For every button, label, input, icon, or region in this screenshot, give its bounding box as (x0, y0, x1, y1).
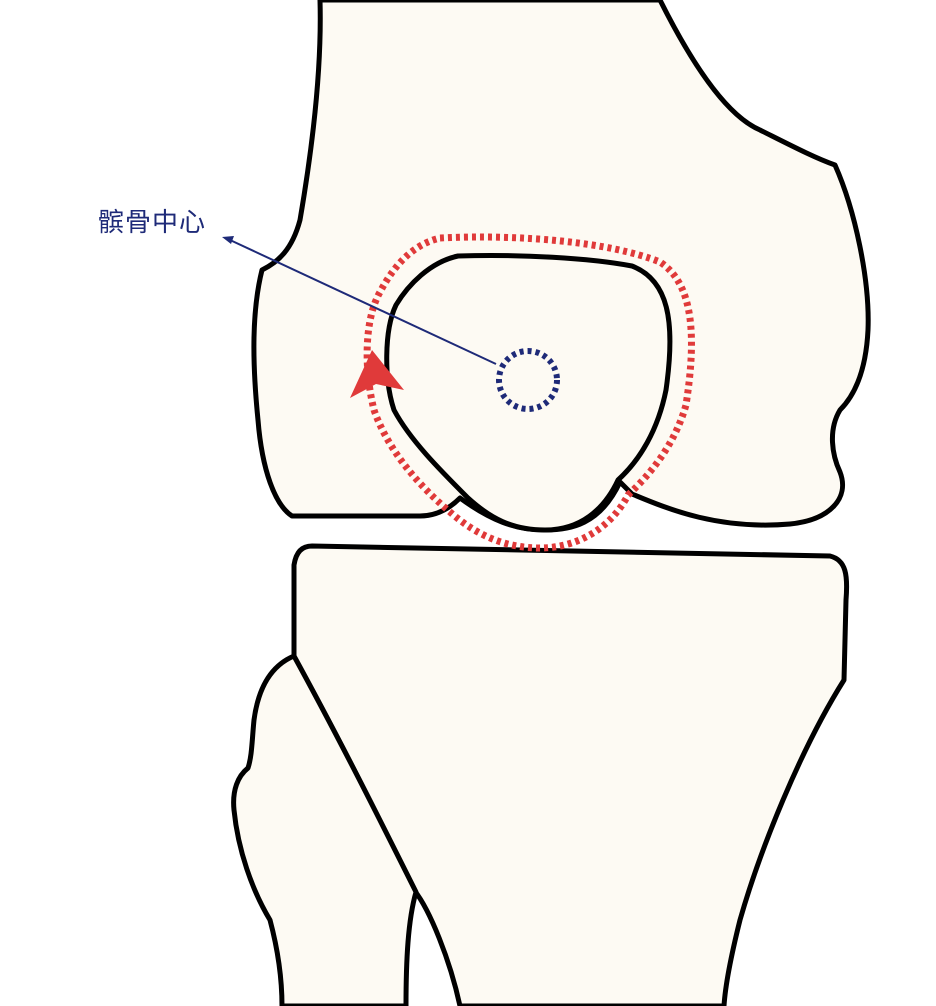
patella-rotation-path (363, 233, 695, 552)
rotation-arrowhead-icon (350, 350, 404, 398)
leader-arrow-icon (222, 236, 234, 244)
patella-center-marker (496, 348, 560, 412)
fibula-bone (231, 653, 419, 1006)
label-leader-line (229, 239, 497, 365)
patella-center-label: 髌骨中心 (98, 208, 207, 238)
patella-bone (384, 253, 673, 533)
